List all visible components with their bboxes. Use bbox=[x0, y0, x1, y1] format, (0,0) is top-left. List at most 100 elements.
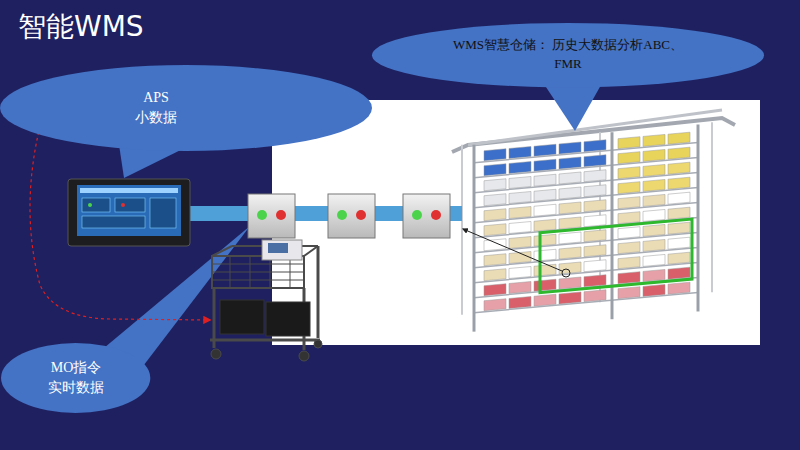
storage-bin bbox=[484, 149, 506, 161]
indicator-light bbox=[328, 194, 375, 238]
storage-bin bbox=[668, 207, 690, 219]
storage-bin bbox=[534, 204, 556, 216]
rack-post bbox=[711, 122, 713, 292]
page-title: 智能WMS bbox=[18, 8, 144, 46]
storage-bin bbox=[484, 299, 506, 311]
storage-bin bbox=[618, 152, 640, 164]
storage-bin bbox=[509, 162, 531, 174]
storage-bin bbox=[509, 177, 531, 189]
storage-bin bbox=[668, 147, 690, 159]
storage-bin bbox=[643, 149, 665, 161]
callout-bubble: APS 小数据 bbox=[0, 65, 372, 151]
storage-bin bbox=[559, 187, 581, 199]
storage-bin bbox=[668, 192, 690, 204]
storage-bin bbox=[534, 249, 556, 261]
storage-bin bbox=[559, 247, 581, 259]
storage-bin bbox=[643, 254, 665, 266]
bubble-shape bbox=[1, 343, 150, 413]
storage-bin bbox=[618, 272, 640, 284]
storage-bin bbox=[534, 279, 556, 291]
storage-bin bbox=[484, 254, 506, 266]
rack-rail bbox=[452, 118, 735, 152]
storage-bin bbox=[509, 282, 531, 294]
storage-bin bbox=[668, 282, 690, 294]
indicator-light bbox=[248, 194, 295, 238]
storage-bin bbox=[584, 185, 606, 197]
storage-bin bbox=[534, 144, 556, 156]
storage-bin bbox=[484, 194, 506, 206]
storage-bin bbox=[643, 224, 665, 236]
storage-bin bbox=[618, 167, 640, 179]
storage-bin bbox=[559, 172, 581, 184]
storage-bin bbox=[668, 237, 690, 249]
callout-bubble: MO指令 实时数据 bbox=[1, 343, 150, 413]
storage-bin bbox=[618, 212, 640, 224]
storage-bin bbox=[584, 290, 606, 302]
storage-bin bbox=[584, 275, 606, 287]
flow-line bbox=[30, 126, 210, 320]
bubble-ellipse bbox=[1, 343, 150, 413]
storage-bin bbox=[534, 159, 556, 171]
storage-bin bbox=[668, 222, 690, 234]
storage-bin bbox=[584, 215, 606, 227]
storage-bin bbox=[618, 197, 640, 209]
storage-bin bbox=[643, 269, 665, 281]
storage-bin bbox=[668, 252, 690, 264]
bubble-shape bbox=[372, 23, 764, 87]
rack-post bbox=[473, 145, 476, 332]
storage-bin bbox=[668, 132, 690, 144]
storage-bin bbox=[643, 134, 665, 146]
storage-bin bbox=[618, 182, 640, 194]
bubble-ellipse bbox=[372, 23, 764, 87]
storage-bin bbox=[509, 192, 531, 204]
storage-bin bbox=[534, 219, 556, 231]
storage-bin bbox=[509, 207, 531, 219]
storage-bin bbox=[534, 189, 556, 201]
storage-bin bbox=[559, 292, 581, 304]
storage-bin bbox=[559, 217, 581, 229]
photo-panel bbox=[272, 100, 760, 345]
storage-bin bbox=[584, 155, 606, 167]
storage-bin bbox=[484, 284, 506, 296]
storage-bin bbox=[584, 170, 606, 182]
storage-bin bbox=[618, 137, 640, 149]
storage-bin bbox=[584, 200, 606, 212]
rack-shelf bbox=[474, 292, 698, 312]
storage-bin bbox=[484, 209, 506, 221]
storage-bin bbox=[509, 297, 531, 309]
storage-bin bbox=[559, 277, 581, 289]
storage-bin bbox=[618, 227, 640, 239]
storage-bin bbox=[484, 224, 506, 236]
storage-bin bbox=[484, 239, 506, 251]
storage-bin bbox=[534, 174, 556, 186]
storage-bin bbox=[618, 287, 640, 299]
storage-bin bbox=[643, 194, 665, 206]
storage-bin bbox=[559, 142, 581, 154]
storage-bin bbox=[484, 164, 506, 176]
storage-bin bbox=[509, 147, 531, 159]
storage-bin bbox=[584, 260, 606, 272]
storage-bin bbox=[584, 230, 606, 242]
storage-bin bbox=[534, 264, 556, 276]
storage-bin bbox=[559, 157, 581, 169]
storage-bin bbox=[509, 267, 531, 279]
material-cart bbox=[210, 240, 322, 361]
storage-bin bbox=[584, 245, 606, 257]
rack-rail bbox=[468, 110, 722, 145]
storage-bin bbox=[534, 234, 556, 246]
pointer-arrow bbox=[463, 229, 562, 271]
highlight-frame bbox=[540, 219, 692, 293]
storage-bin bbox=[643, 239, 665, 251]
storage-bin bbox=[584, 140, 606, 152]
callout-text: WMS智慧仓储： 历史大数据分析ABC、FMR bbox=[443, 36, 693, 74]
storage-bin bbox=[484, 269, 506, 281]
storage-bin bbox=[509, 222, 531, 234]
storage-bin bbox=[668, 177, 690, 189]
storage-bin bbox=[643, 284, 665, 296]
storage-bin bbox=[643, 164, 665, 176]
indicator-light bbox=[403, 194, 450, 238]
storage-bin bbox=[668, 267, 690, 279]
storage-bin bbox=[643, 179, 665, 191]
rack-post bbox=[461, 145, 463, 315]
